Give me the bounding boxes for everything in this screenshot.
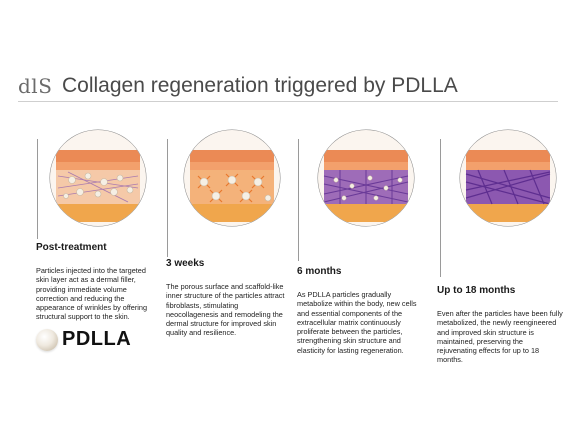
timeline-line-3 (298, 139, 299, 261)
stage-description-post-treatment: Particles injected into the targeted ski… (36, 266, 148, 322)
pdlla-label: PDLLA (62, 328, 132, 350)
stage-heading-post-treatment: Post-treatment (36, 242, 107, 253)
title-divider (18, 101, 558, 102)
pdlla-particle-icon (36, 328, 58, 351)
skin-illustration-post-treatment (49, 129, 147, 227)
page-title: Collagen regeneration triggered by PDLLA (62, 74, 458, 97)
brand-logo: dlS (18, 74, 53, 98)
stage-heading-18-months: Up to 18 months (437, 285, 516, 296)
skin-illustration-6-months (317, 129, 415, 227)
skin-illustration-3-weeks (183, 129, 281, 227)
stage-heading-6-months: 6 months (297, 266, 342, 277)
timeline-line-2 (167, 139, 168, 257)
skin-illustration-18-months (459, 129, 557, 227)
stage-description-3-weeks: The porous surface and scaffold-like inn… (166, 282, 285, 338)
stage-description-6-months: As PDLLA particles gradually metabolize … (297, 290, 417, 355)
timeline-line-4 (440, 139, 441, 277)
stage-description-18-months: Even after the particles have been fully… (437, 309, 563, 365)
stage-heading-3-weeks: 3 weeks (166, 258, 205, 269)
pdlla-badge: PDLLA (36, 328, 131, 351)
timeline-line-1 (37, 139, 38, 239)
